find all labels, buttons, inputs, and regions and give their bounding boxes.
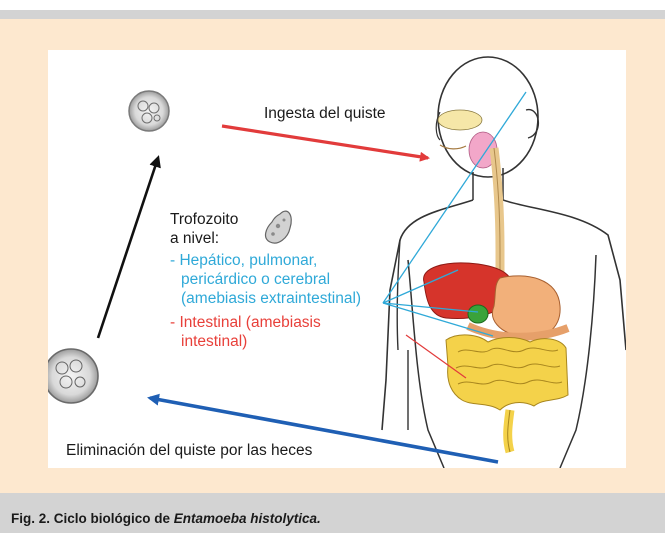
intestinal-label-line2: intestinal) bbox=[181, 333, 247, 351]
caption-species: Entamoeba histolytica. bbox=[174, 511, 321, 526]
ingestion-arrow bbox=[222, 126, 428, 158]
cyst-top-icon bbox=[129, 91, 169, 131]
elimination-label: Eliminación del quiste por las heces bbox=[66, 442, 312, 460]
extraintestinal-label-line3: (amebiasis extraintestinal) bbox=[181, 290, 361, 308]
development-arrow bbox=[98, 158, 158, 338]
caption-prefix: Fig. 2. Ciclo biológico de bbox=[11, 511, 174, 526]
top-divider-bar bbox=[0, 10, 665, 19]
trophozoite-title-line1: Trofozoito bbox=[170, 211, 238, 229]
ingestion-label: Ingesta del quiste bbox=[264, 105, 386, 123]
intestinal-label-line1: - Intestinal (amebiasis bbox=[170, 314, 321, 332]
extraintestinal-label-line2: pericárdico o cerebral bbox=[181, 271, 330, 289]
figure-caption: Fig. 2. Ciclo biológico de Entamoeba his… bbox=[11, 511, 321, 526]
human-body-illustration bbox=[382, 57, 626, 468]
trophozoite-title-line2: a nivel: bbox=[170, 230, 219, 248]
trophozoite-icon bbox=[266, 211, 292, 243]
cyst-bottom-icon bbox=[48, 349, 98, 403]
diagram-canvas: Ingesta del quiste Trofozoito a nivel: -… bbox=[48, 50, 626, 468]
extraintestinal-label-line1: - Hepático, pulmonar, bbox=[170, 252, 317, 270]
